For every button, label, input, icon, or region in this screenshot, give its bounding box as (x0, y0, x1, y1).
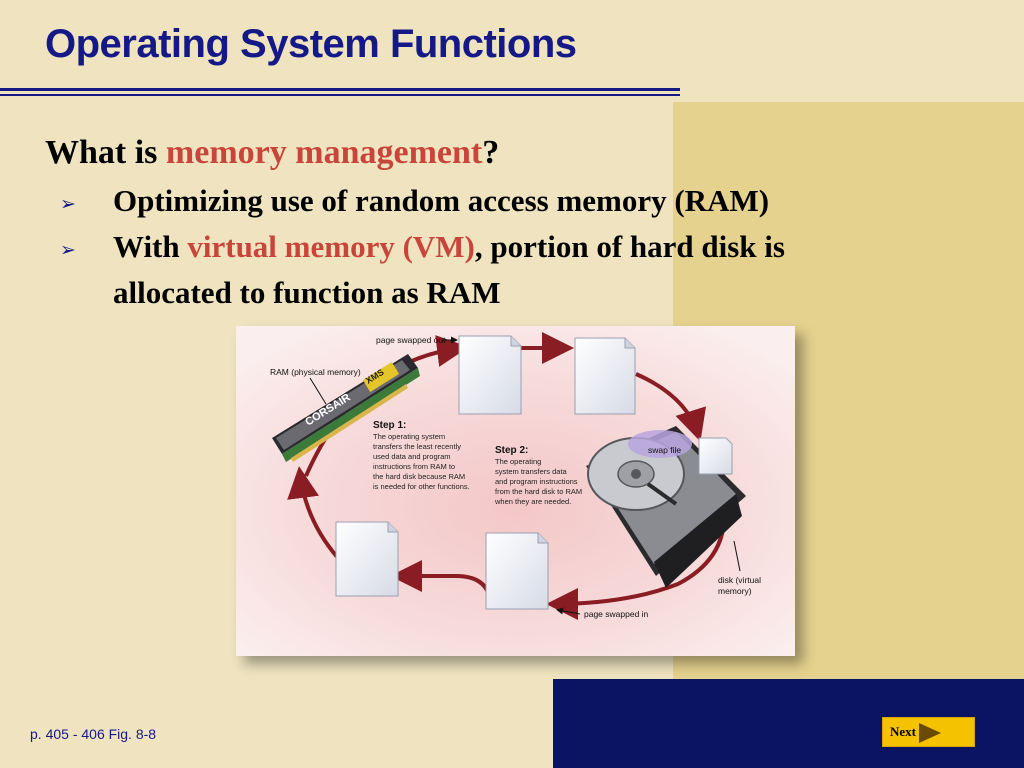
ram-module-icon: CORSAIR XMS (272, 354, 420, 462)
disk-label-line1: disk (virtual (718, 575, 761, 585)
next-button[interactable]: Next (882, 717, 975, 747)
next-button-label: Next (890, 724, 916, 739)
step2-title: Step 2: (495, 445, 528, 456)
step1-line: transfers the least recently (373, 442, 461, 451)
page-icon (458, 335, 522, 415)
bullet-item-1: Optimizing use of random access memory (… (113, 183, 770, 218)
step1-line: instructions from RAM to (373, 462, 455, 471)
step2-line: and program instructions (495, 477, 578, 486)
step1-line: is needed for other functions. (373, 482, 470, 491)
bullet-arrow-icon: ➢ (60, 239, 76, 261)
step2-line: when they are needed. (494, 497, 571, 506)
disk-label-line2: memory) (718, 586, 752, 596)
question-term: memory management (165, 134, 483, 171)
title-underline-thin (0, 94, 680, 96)
page-icon (335, 521, 399, 597)
cycle-arrow-page-to-ram (287, 466, 340, 560)
swap-file-page-icon (698, 437, 733, 475)
bullet-item-2: With virtual memory (VM), portion of har… (113, 229, 785, 310)
page-swapped-out-label: page swapped out (376, 335, 446, 345)
arrow-right-icon (919, 723, 941, 743)
bullet-term: virtual memory (VM) (187, 229, 475, 264)
step1-line: used data and program (373, 452, 451, 461)
swap-file-label: swap file (648, 445, 681, 455)
page-swapped-in-label: page swapped in (584, 609, 649, 619)
step1-line: the hard disk because RAM (373, 472, 465, 481)
cycle-arrow-page-to-disk (635, 372, 707, 442)
step2-line: system transfers data (495, 467, 568, 476)
step2-line: The operating (495, 457, 541, 466)
step1-line: The operating system (373, 432, 445, 441)
title-underline (0, 88, 680, 91)
question-heading: What is memory management? (45, 134, 500, 171)
virtual-memory-diagram: CORSAIR XMS page swapped out RAM (physic… (236, 326, 795, 656)
step2-line: from the hard disk to RAM (495, 487, 582, 496)
step1-title: Step 1: (373, 420, 406, 431)
ram-label: RAM (physical memory) (270, 367, 361, 377)
page-icon (574, 337, 636, 415)
page-icon (485, 532, 549, 610)
virtual-memory-figure: CORSAIR XMS page swapped out RAM (physic… (236, 326, 795, 656)
page-reference: p. 405 - 406 Fig. 8-8 (30, 726, 157, 742)
bullet-arrow-icon: ➢ (60, 193, 76, 215)
slide-title: Operating System Functions (45, 22, 577, 66)
